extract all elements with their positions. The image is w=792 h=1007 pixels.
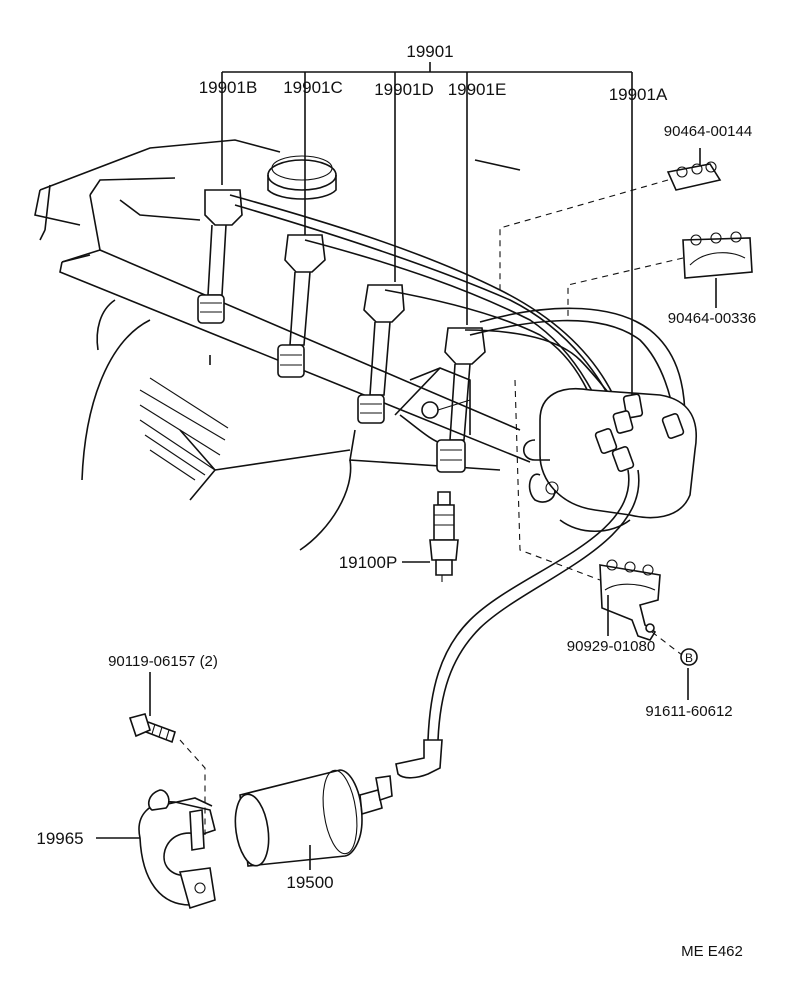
- wire-clamp-bracket: [599, 559, 661, 641]
- label-wire-b: 19901B: [199, 78, 258, 97]
- label-screw: 90119-06157 (2): [108, 653, 218, 670]
- engine-head-outline: [34, 139, 531, 551]
- label-clamp-mid: 90464-00336: [668, 310, 756, 327]
- label-bolt: 91611-60612: [645, 703, 732, 720]
- label-wire-a: 19901A: [609, 85, 668, 104]
- bolt-ref-text: B: [685, 651, 693, 665]
- plug-boot-2: [277, 234, 326, 378]
- engine-ribs: [139, 377, 229, 481]
- label-coil-bracket: 19965: [36, 829, 83, 848]
- dashed-reference-lines: [179, 179, 684, 835]
- label-wire-d: 19901D: [374, 80, 434, 99]
- bolt-ref-circle: B: [680, 648, 698, 666]
- label-spark-plug: 19100P: [339, 553, 398, 572]
- spark-plug: [429, 491, 459, 582]
- wire-clamp-upper: [666, 161, 722, 191]
- coil-bracket: [138, 789, 216, 910]
- part-labels: 19901 19901B 19901C 19901D 19901E 19901A…: [36, 42, 756, 960]
- label-ignition-coil: 19500: [286, 873, 333, 892]
- plug-boot-1: [197, 189, 243, 324]
- plug-boot-3: [357, 284, 405, 424]
- wire-clamp-mid: [682, 231, 753, 279]
- label-wire-c: 19901C: [283, 78, 343, 97]
- ignition-coil: [234, 769, 393, 867]
- plug-boot-4: [421, 327, 486, 473]
- label-wire-e: 19901E: [448, 80, 507, 99]
- label-clamp-upper: 90464-00144: [664, 123, 752, 140]
- screw: [128, 713, 176, 744]
- coil-wire: [395, 469, 640, 779]
- label-figure-code: ME E462: [681, 943, 743, 960]
- leader-lines: [96, 62, 717, 870]
- label-bracket-clamp: 90929-01080: [567, 638, 655, 655]
- label-wire-set: 19901: [406, 42, 453, 61]
- oil-filler-cap: [267, 155, 337, 200]
- distributor: [522, 388, 697, 532]
